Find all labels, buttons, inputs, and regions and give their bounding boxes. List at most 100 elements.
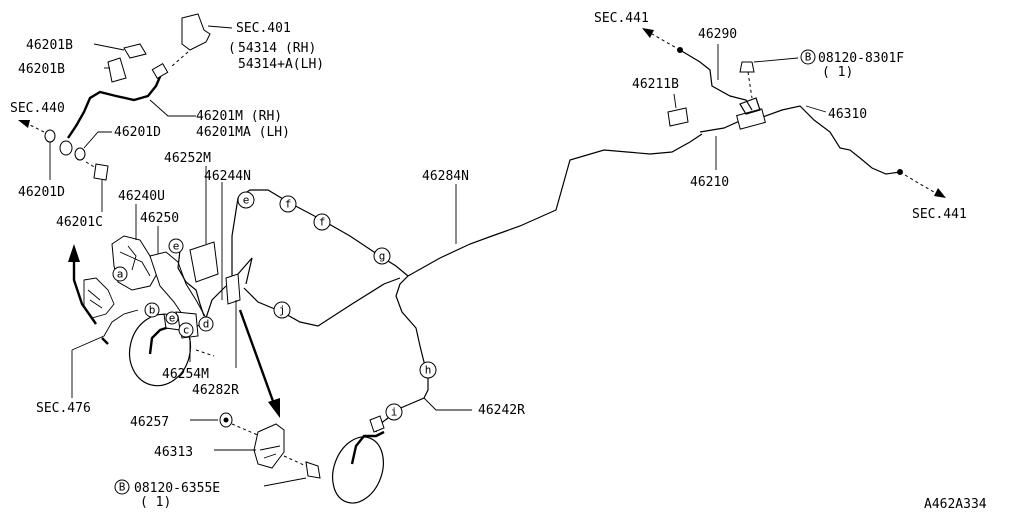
block-46313-detail <box>259 445 281 459</box>
label-46244n: 46244N <box>204 169 251 184</box>
assembly-arrow-head <box>268 398 280 418</box>
arrow-sec441-top-head <box>642 28 654 38</box>
label-sec476: SEC.476 <box>36 401 91 416</box>
connector-a: a <box>112 266 128 282</box>
leader-sec401 <box>207 25 233 29</box>
label-54314-rh: 54314 (RH) <box>238 41 316 56</box>
cable-to-sec441-top <box>679 49 753 111</box>
brake-tube-46310 <box>699 105 901 175</box>
bolt-bottom-icon <box>305 461 321 479</box>
connector-d: d <box>198 316 214 332</box>
leader-sec476 <box>71 309 139 351</box>
label-54314-lh: 54314+A(LH) <box>238 57 324 72</box>
label-sec401: SEC.401 <box>236 21 291 36</box>
strut-hatch <box>87 289 103 309</box>
svg-text:d: d <box>203 318 210 331</box>
svg-text:e: e <box>169 312 176 325</box>
rear-caliper-hose <box>350 430 385 465</box>
clip-46201b-mid <box>107 57 127 83</box>
connector-e-small: e <box>165 311 179 325</box>
label-46250: 46250 <box>140 211 179 226</box>
label-46242r: 46242R <box>478 403 525 418</box>
connector-b: b <box>144 302 160 318</box>
svg-text:c: c <box>183 324 190 337</box>
connector-f2: f <box>313 213 331 231</box>
label-sec440: SEC.440 <box>10 101 65 116</box>
bracket-46290 <box>739 97 761 115</box>
connector-h: h <box>419 361 437 379</box>
label-46201d-low: 46201D <box>18 185 65 200</box>
bolt-marker-top: B <box>800 49 816 65</box>
cable-to-sec441-right <box>899 171 935 193</box>
rear-rotor <box>332 436 384 504</box>
junction-46244n-tab <box>237 257 253 285</box>
label-bolt-top-qty: ( 1) <box>822 65 853 80</box>
junction-46244n <box>225 273 241 305</box>
label-46201d-up: 46201D <box>114 125 161 140</box>
label-sec441-top: SEC.441 <box>594 11 649 26</box>
label-46201b-mid: 46201B <box>18 62 65 77</box>
rotation-arrow <box>72 258 97 325</box>
label-bolt-bottom: 08120-6355E <box>134 481 220 496</box>
label-bolt-top: 08120-8301F <box>818 51 904 66</box>
label-46201c: 46201C <box>56 215 103 230</box>
connector-j: j <box>273 301 291 319</box>
arrow-sec441-top <box>651 33 681 51</box>
bracket-detail-2 <box>127 245 137 271</box>
label-46210: 46210 <box>690 175 729 190</box>
svg-text:a: a <box>117 268 124 281</box>
svg-text:B: B <box>119 481 126 494</box>
label-46201b-top: 46201B <box>26 38 73 53</box>
svg-text:e: e <box>173 240 180 253</box>
small-dash <box>101 337 109 345</box>
label-46252m: 46252M <box>164 151 211 166</box>
brake-hose-46201m <box>67 71 164 139</box>
svg-text:f: f <box>285 198 292 211</box>
washer-46257-hole <box>223 417 229 423</box>
leader-46211b <box>673 93 677 109</box>
joint-dot-top <box>677 47 683 53</box>
label-bracket-open: ( <box>228 41 236 56</box>
label-46290: 46290 <box>698 27 737 42</box>
junction-block-46210 <box>736 108 766 130</box>
leader-46310 <box>805 105 827 113</box>
bracket-sec401 <box>181 13 211 51</box>
bolt-46201c <box>93 163 109 181</box>
diagram-id: A462A334 <box>924 497 987 512</box>
label-46284n: 46284N <box>422 169 469 184</box>
connector-g: g <box>373 247 391 265</box>
block-46313 <box>253 423 285 469</box>
label-46201m: 46201M (RH) <box>196 109 282 124</box>
bracket-detail-1 <box>119 251 151 277</box>
connector-e-left: e <box>168 238 184 254</box>
bolt-top-icon <box>739 61 755 73</box>
label-46240u: 46240U <box>118 189 165 204</box>
connector-e-top: e <box>237 191 255 209</box>
label-46282r: 46282R <box>192 383 239 398</box>
joint-dot-right <box>897 169 903 175</box>
brake-tube-46284n-branch <box>395 275 429 373</box>
label-46310: 46310 <box>828 107 867 122</box>
svg-text:e: e <box>243 194 250 207</box>
svg-text:i: i <box>391 406 398 419</box>
brake-tube-46284n <box>407 133 703 277</box>
arrow-sec440-head <box>18 120 30 128</box>
label-sec441-right: SEC.441 <box>912 207 967 222</box>
label-46211b: 46211B <box>632 77 679 92</box>
bracket-46240u <box>111 235 159 291</box>
washer-46201d-right <box>74 147 86 161</box>
label-46257: 46257 <box>130 415 169 430</box>
svg-text:f: f <box>319 216 326 229</box>
leader-46201b-top <box>93 43 125 51</box>
rotation-arrow-head <box>68 244 80 262</box>
clip-46211b <box>667 107 689 127</box>
arrow-sec441-right <box>934 188 946 198</box>
svg-text:h: h <box>425 364 432 377</box>
label-46313: 46313 <box>154 445 193 460</box>
hose-fitting-top <box>151 62 169 80</box>
connector-c: c <box>178 322 194 338</box>
tube-e-loop <box>177 249 205 317</box>
connector-i: i <box>385 403 403 421</box>
